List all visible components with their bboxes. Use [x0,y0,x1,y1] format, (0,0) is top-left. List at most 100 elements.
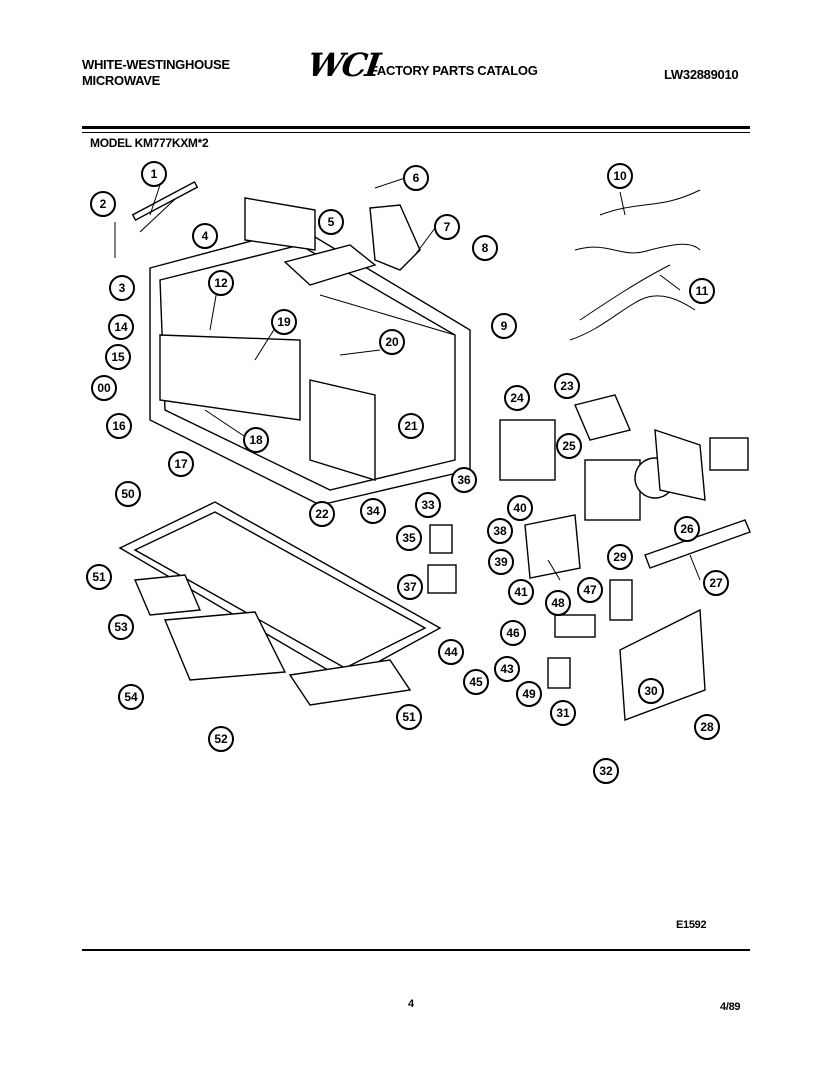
svg-text:7: 7 [444,220,451,234]
callout-40: 40 [507,495,533,521]
header-rule-thin [82,132,750,133]
svg-text:29: 29 [613,550,627,564]
callout-33: 33 [415,492,441,518]
callout-8: 8 [472,235,498,261]
svg-text:11: 11 [696,284,709,298]
callout-4: 4 [192,223,218,249]
svg-text:12: 12 [214,276,228,290]
callout-18: 18 [243,427,269,453]
svg-text:33: 33 [421,498,435,512]
svg-text:46: 46 [506,626,520,640]
callout-53: 53 [108,614,134,640]
svg-text:28: 28 [700,720,714,734]
svg-text:49: 49 [522,687,536,701]
callout-30: 30 [638,678,664,704]
svg-text:53: 53 [114,620,128,634]
brand-line-2: MICROWAVE [82,73,160,88]
model-label: MODEL KM777KXM*2 [90,136,209,150]
callout-26: 26 [674,516,700,542]
callout-25: 25 [556,433,582,459]
svg-text:24: 24 [510,391,524,405]
callout-15: 15 [105,344,131,370]
callout-5: 5 [318,209,344,235]
svg-text:20: 20 [385,335,399,349]
callout-12: 12 [208,270,234,296]
callout-22: 22 [309,501,335,527]
svg-text:00: 00 [97,381,111,395]
svg-text:14: 14 [114,320,128,334]
svg-text:3: 3 [119,281,126,295]
callout-44: 44 [438,639,464,665]
svg-text:6: 6 [413,171,420,185]
callout-37: 37 [397,574,423,600]
svg-text:34: 34 [366,504,380,518]
callout-48: 48 [545,590,571,616]
components-drawing [427,394,751,721]
svg-text:25: 25 [562,439,576,453]
callout-45: 45 [463,669,489,695]
svg-text:30: 30 [644,684,658,698]
svg-text:40: 40 [513,501,527,515]
svg-text:23: 23 [560,379,574,393]
callout-46: 46 [500,620,526,646]
svg-text:36: 36 [457,473,471,487]
svg-text:31: 31 [556,706,570,720]
svg-text:8: 8 [482,241,489,255]
callout-2: 2 [90,191,116,217]
svg-text:45: 45 [469,675,483,689]
callout-23: 23 [554,373,580,399]
callout-14: 14 [108,314,134,340]
svg-text:50: 50 [121,487,135,501]
callout-16: 16 [106,413,132,439]
document-number: LW32889010 [664,67,739,82]
callout-20: 20 [379,329,405,355]
callout-47: 47 [577,577,603,603]
svg-text:21: 21 [404,419,418,433]
callout-24: 24 [504,385,530,411]
svg-text:27: 27 [709,576,723,590]
svg-text:16: 16 [112,419,126,433]
svg-text:35: 35 [402,531,416,545]
svg-text:2: 2 [100,197,107,211]
svg-text:38: 38 [493,524,507,538]
svg-text:26: 26 [680,522,694,536]
callout-11: 11 [689,278,715,304]
svg-text:48: 48 [551,596,565,610]
svg-text:51: 51 [402,710,416,724]
callout-34: 34 [360,498,386,524]
callout-54: 54 [118,684,144,710]
callout-21: 21 [398,413,424,439]
svg-text:17: 17 [174,457,188,471]
callout-39: 39 [488,549,514,575]
svg-text:32: 32 [599,764,613,778]
svg-text:39: 39 [494,555,508,569]
svg-text:52: 52 [214,732,228,746]
svg-text:10: 10 [613,169,627,183]
page-number: 4 [408,998,414,1010]
svg-text:18: 18 [249,433,263,447]
callout-43: 43 [494,656,520,682]
callout-3: 3 [109,275,135,301]
svg-text:43: 43 [500,662,514,676]
svg-text:37: 37 [403,580,417,594]
callout-41: 41 [508,579,534,605]
svg-text:1: 1 [151,167,158,181]
callout-32: 32 [593,758,619,784]
header-rule [82,126,750,129]
print-date: 4/89 [720,1001,741,1013]
callout-1: 1 [141,161,167,187]
callout-38: 38 [487,518,513,544]
svg-text:19: 19 [277,315,291,329]
callout-9: 9 [491,313,517,339]
callout-50: 50 [115,481,141,507]
callout-17: 17 [168,451,194,477]
callout-29: 29 [607,544,633,570]
callout-28: 28 [694,714,720,740]
brand-name: WHITE-WESTINGHOUSE MICROWAVE [82,57,230,89]
callout-27: 27 [703,570,729,596]
wire-harness-drawing [569,189,701,341]
callout-49: 49 [516,681,542,707]
svg-text:9: 9 [501,319,508,333]
callout-35: 35 [396,525,422,551]
